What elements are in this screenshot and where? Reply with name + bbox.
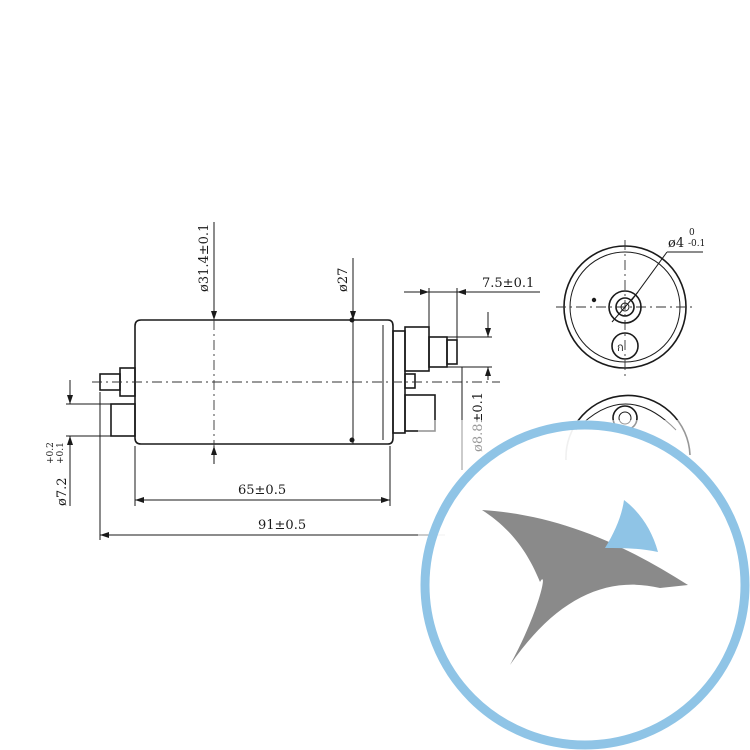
svg-text:ก: ก: [617, 341, 624, 354]
svg-text:+0.2: +0.2: [46, 442, 56, 464]
svg-text:0: 0: [689, 228, 695, 238]
dim-body-length: 65±0.5: [238, 483, 286, 498]
bird-wing: [605, 500, 658, 552]
dim-body-diameter: ø31.4±0.1: [197, 224, 212, 292]
svg-text:+0.1: +0.1: [56, 442, 66, 464]
svg-text:-0.1: -0.1: [688, 239, 705, 249]
dim-front-diameter: ø27: [336, 268, 351, 292]
dim-inlet-diameter: ø7.2 +0.2 +0.1: [46, 442, 70, 506]
dim-total-length: 91±0.5: [258, 518, 306, 533]
dimension-lines: [66, 222, 540, 540]
svg-text:ø4: ø4: [668, 236, 684, 251]
logo-watermark: [418, 420, 750, 750]
dim-hole-diameter: ø4 0 -0.1: [668, 228, 705, 251]
side-view: [92, 300, 500, 462]
dim-outlet-offset: 7.5±0.1: [482, 276, 534, 291]
svg-text:ø7.2: ø7.2: [55, 477, 70, 506]
end-view: ก: [556, 240, 703, 376]
bird-body: [482, 510, 688, 665]
